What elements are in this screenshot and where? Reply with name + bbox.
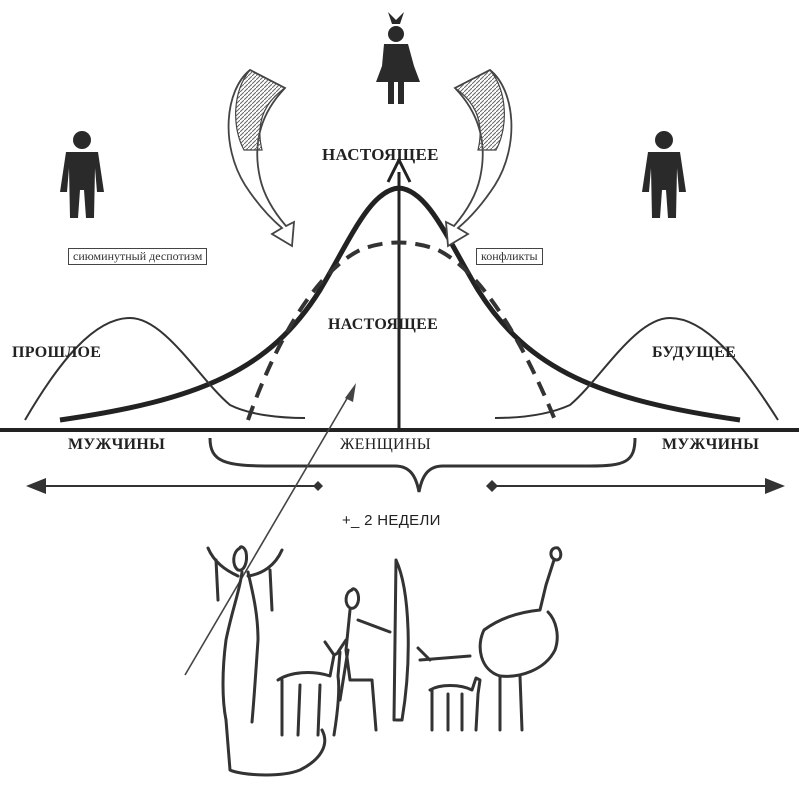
curly-brace	[208, 437, 637, 493]
women-label: ЖЕНЩИНЫ	[340, 436, 431, 453]
future-bell-curve	[494, 316, 779, 421]
men-right-label: МУЖЧИНЫ	[662, 436, 760, 453]
cave-drawing-icon	[206, 545, 563, 777]
vertical-arrow	[386, 156, 412, 430]
conflicts-box: конфликты	[476, 248, 543, 265]
weeks-label: +_ 2 НЕДЕЛИ	[342, 512, 441, 529]
present-top-label: НАСТОЯЩЕЕ	[322, 145, 439, 164]
right-arrow	[486, 478, 785, 494]
dashed-bell-curve	[246, 240, 557, 421]
left-curved-arrow-icon	[227, 68, 296, 248]
woman-figure-icon	[376, 12, 420, 104]
diagonal-arrow	[184, 383, 356, 676]
men-left-label: МУЖЧИНЫ	[68, 436, 166, 453]
man-figure-icon	[60, 131, 104, 218]
right-curved-arrow-icon	[444, 68, 513, 248]
past-bell-curve	[24, 316, 306, 421]
present-mid-label: НАСТОЯЩЕЕ	[328, 316, 439, 333]
future-label: БУДУЩЕЕ	[652, 344, 737, 361]
past-label: ПРОШЛОЕ	[12, 344, 102, 361]
man-figure-icon	[642, 131, 686, 218]
left-arrow	[26, 478, 323, 494]
present-bell-curve	[59, 185, 741, 423]
despotism-box: сиюминутный деспотизм	[68, 248, 208, 265]
